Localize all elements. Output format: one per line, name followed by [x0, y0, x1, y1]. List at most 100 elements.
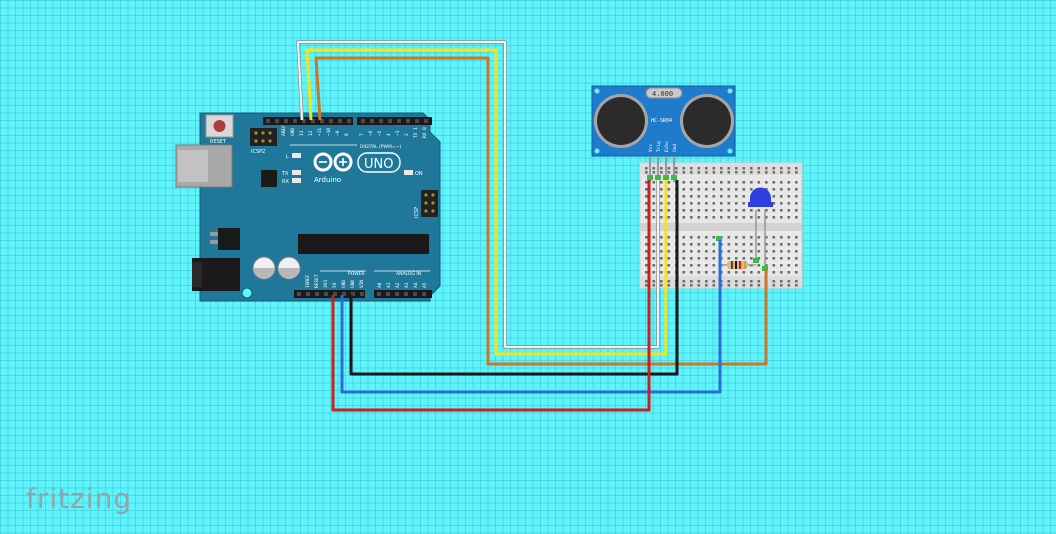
breadboard-hole: [795, 271, 798, 274]
wire-yellow-echo: [305, 48, 668, 356]
breadboard-hole: [690, 250, 693, 253]
breadboard-hole: [787, 280, 791, 283]
breadboard-hole: [735, 216, 738, 219]
breadboard-hole: [682, 236, 686, 239]
breadboard-hole: [795, 181, 798, 184]
breadboard-hole: [660, 216, 663, 219]
pin-label-tx1: TX 1: [413, 127, 419, 138]
capacitor-1: [252, 256, 276, 280]
breadboard-hole: [660, 181, 663, 184]
breadboard-hole: [772, 188, 776, 191]
breadboard-hole: [652, 167, 656, 170]
breadboard-hole: [712, 202, 716, 205]
breadboard-hole: [780, 271, 783, 274]
pin-label-reset: RESET: [314, 274, 320, 288]
breadboard-hole: [720, 202, 723, 205]
breadboard-hole: [697, 171, 701, 174]
arduino-uno-board: RESET ICSP2 AREF GND 13 12 ~11 ~10 ~9 8 …: [175, 112, 441, 302]
breadboard-hole: [697, 271, 701, 274]
breadboard-hole: [667, 243, 671, 246]
breadboard-hole: [780, 167, 783, 170]
breadboard-hole: [742, 284, 746, 287]
breadboard-hole: [652, 202, 656, 205]
breadboard-hole: [787, 167, 791, 170]
breadboard-hole: [660, 257, 663, 260]
breadboard-hole: [787, 271, 791, 274]
breadboard-center-channel: [640, 223, 802, 231]
breadboard-hole: [645, 167, 648, 170]
breadboard-hole: [757, 271, 761, 274]
breadboard-hole: [667, 202, 671, 205]
breadboard-hole: [690, 202, 693, 205]
breadboard-hole: [652, 243, 656, 246]
breadboard-hole: [697, 188, 701, 191]
breadboard-hole: [727, 243, 731, 246]
breadboard-hole: [697, 243, 701, 246]
breadboard-hole: [690, 257, 693, 260]
breadboard-hole: [660, 236, 663, 239]
breadboard-hole: [750, 250, 753, 253]
blue-led: [748, 187, 773, 270]
breadboard-hole: [682, 250, 686, 253]
breadboard-hole: [735, 181, 738, 184]
breadboard-hole: [780, 264, 783, 267]
breadboard-hole: [772, 284, 776, 287]
breadboard-hole: [697, 257, 701, 260]
reset-button[interactable]: [205, 114, 234, 138]
breadboard-hole: [787, 284, 791, 287]
breadboard-hole: [727, 188, 731, 191]
breadboard-hole: [780, 209, 783, 212]
pin-label-gnd-2: GND: [350, 280, 356, 288]
breadboard-hole: [787, 209, 791, 212]
pin-label-10: ~10: [326, 128, 332, 136]
breadboard-hole: [690, 216, 693, 219]
breadboard-hole: [720, 171, 723, 174]
breadboard-hole: [720, 188, 723, 191]
breadboard-hole: [705, 257, 708, 260]
breadboard-hole: [787, 202, 791, 205]
breadboard-hole: [682, 181, 686, 184]
breadboard-hole: [795, 257, 798, 260]
icsp2-header: [250, 128, 277, 146]
breadboard-hole: [705, 280, 708, 283]
breadboard-hole: [772, 243, 776, 246]
breadboard-hole: [780, 188, 783, 191]
breadboard-hole: [712, 280, 716, 283]
breadboard-hole: [765, 209, 768, 212]
breadboard-hole: [645, 236, 648, 239]
breadboard-hole: [667, 280, 671, 283]
breadboard-hole: [652, 209, 656, 212]
breadboard-hole: [690, 280, 693, 283]
breadboard-hole: [787, 181, 791, 184]
breadboard-hole: [652, 188, 656, 191]
pin-label-a1: A1: [386, 282, 392, 288]
breadboard-hole: [712, 243, 716, 246]
breadboard-hole: [795, 284, 798, 287]
breadboard-hole: [705, 202, 708, 205]
breadboard-hole: [750, 188, 753, 191]
led-rx: [292, 178, 301, 183]
pin-label-a2: A2: [395, 282, 401, 288]
breadboard-hole: [735, 171, 738, 174]
breadboard-hole: [667, 284, 671, 287]
breadboard-hole: [727, 171, 731, 174]
breadboard-hole: [682, 280, 686, 283]
fritzing-logo: fritzing: [26, 482, 133, 515]
breadboard-hole: [652, 284, 656, 287]
pin-label-3v3: 3V3: [323, 280, 329, 288]
breadboard-hole: [697, 181, 701, 184]
breadboard-hole: [727, 236, 731, 239]
breadboard-hole: [660, 202, 663, 205]
breadboard-hole: [727, 257, 731, 260]
breadboard-hole: [765, 250, 768, 253]
breadboard-hole: [795, 195, 798, 198]
breadboard-hole: [667, 236, 671, 239]
breadboard-hole: [765, 167, 768, 170]
breadboard-hole: [772, 167, 776, 170]
breadboard-hole: [645, 271, 648, 274]
breadboard-hole: [780, 202, 783, 205]
breadboard-hole: [667, 271, 671, 274]
sensor-pin-label-vcc: Vcc: [648, 144, 654, 152]
breadboard-hole: [697, 264, 701, 267]
atmega-microcontroller: [298, 234, 429, 254]
